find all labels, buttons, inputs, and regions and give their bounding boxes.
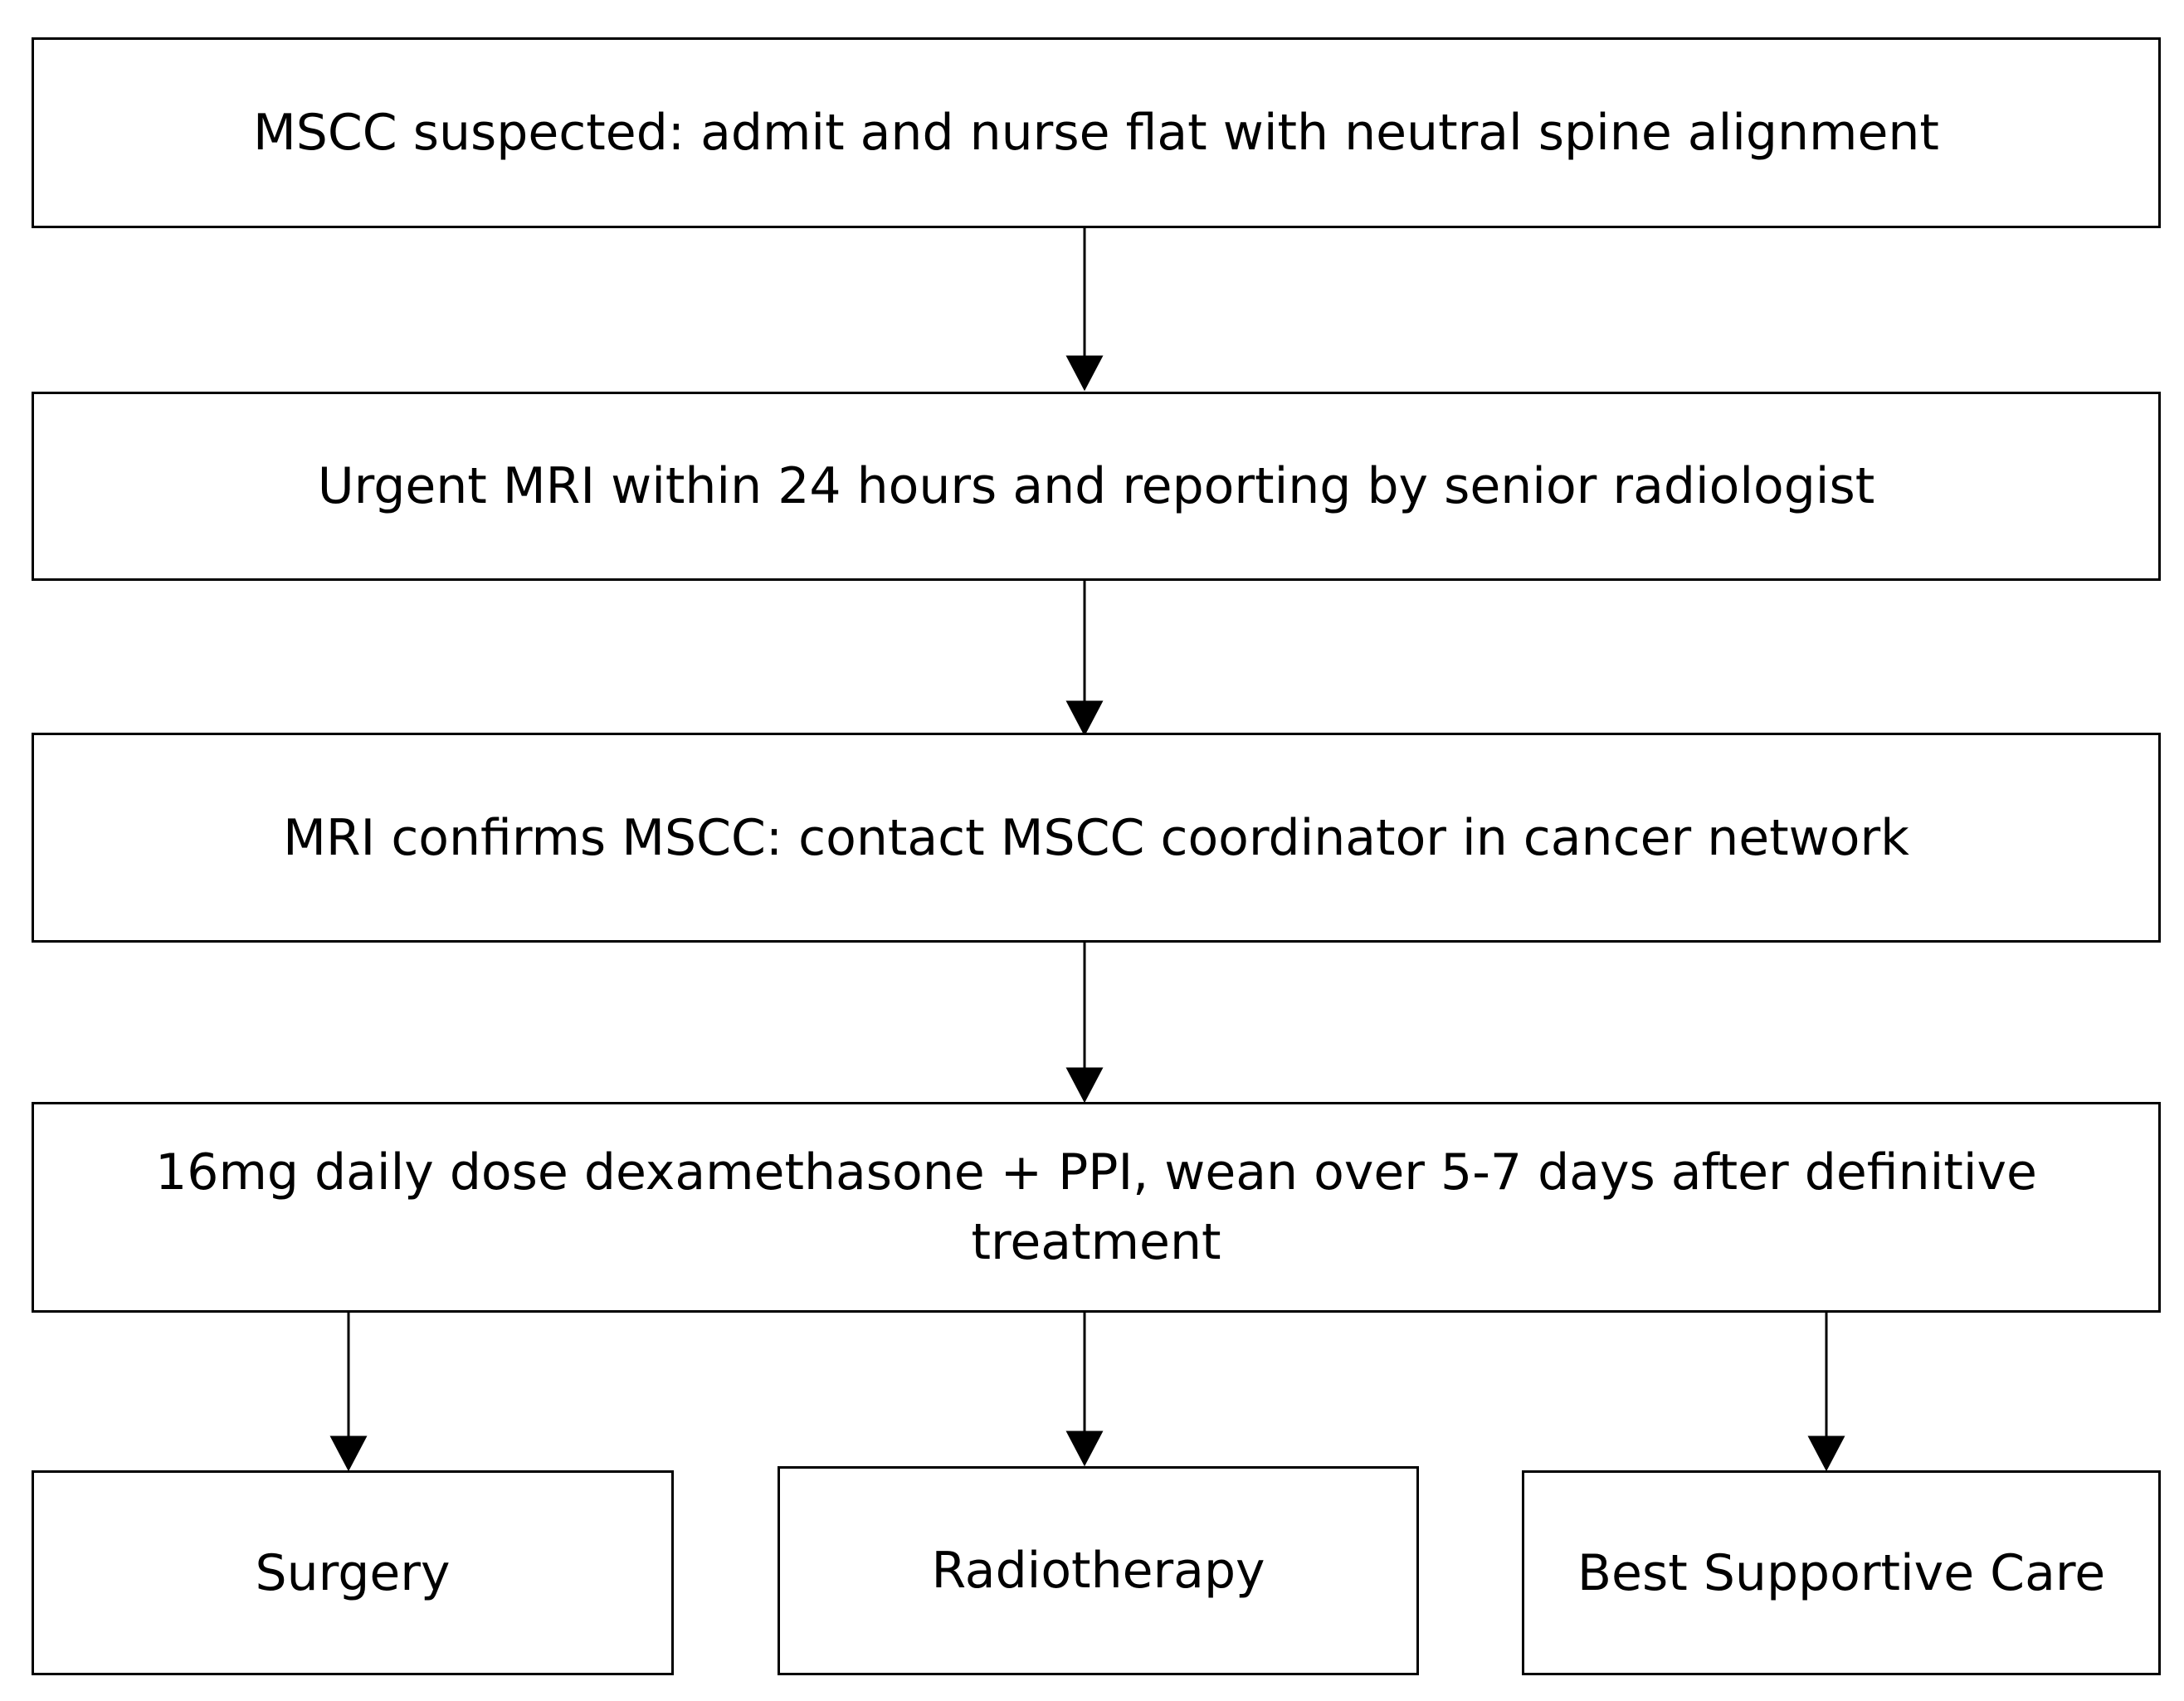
step-mscc-suspected-label: MSCC suspected: admit and nurse flat wit… — [253, 104, 1939, 162]
arrow-step3-to-step4 — [1065, 943, 1104, 1104]
step-dexamethasone-label: 16mg daily dose dexamethasone + PPI, wea… — [155, 1143, 2037, 1271]
arrow-step4-to-best-supportive-care — [1807, 1313, 1845, 1472]
outcome-surgery: Surgery — [32, 1470, 674, 1675]
arrow-step2-to-step3 — [1065, 581, 1104, 737]
step-mri-confirms-label: MRI confirms MSCC: contact MSCC coordina… — [283, 808, 1909, 867]
outcome-best-supportive-care: Best Supportive Care — [1522, 1470, 2161, 1675]
step-mscc-suspected: MSCC suspected: admit and nurse flat wit… — [32, 37, 2161, 228]
step-dexamethasone: 16mg daily dose dexamethasone + PPI, wea… — [32, 1102, 2161, 1313]
step-urgent-mri-label: Urgent MRI within 24 hours and reporting… — [317, 457, 1875, 515]
outcome-best-supportive-care-label: Best Supportive Care — [1577, 1543, 2106, 1602]
step-urgent-mri: Urgent MRI within 24 hours and reporting… — [32, 392, 2161, 581]
step-mri-confirms: MRI confirms MSCC: contact MSCC coordina… — [32, 733, 2161, 943]
outcome-radiotherapy-label: Radiotherapy — [931, 1542, 1265, 1600]
outcome-radiotherapy: Radiotherapy — [778, 1466, 1419, 1675]
arrow-step4-to-radiotherapy — [1065, 1313, 1104, 1467]
arrow-step4-to-surgery — [329, 1313, 368, 1472]
outcome-surgery-label: Surgery — [255, 1543, 451, 1602]
arrow-step1-to-step2 — [1065, 228, 1104, 392]
